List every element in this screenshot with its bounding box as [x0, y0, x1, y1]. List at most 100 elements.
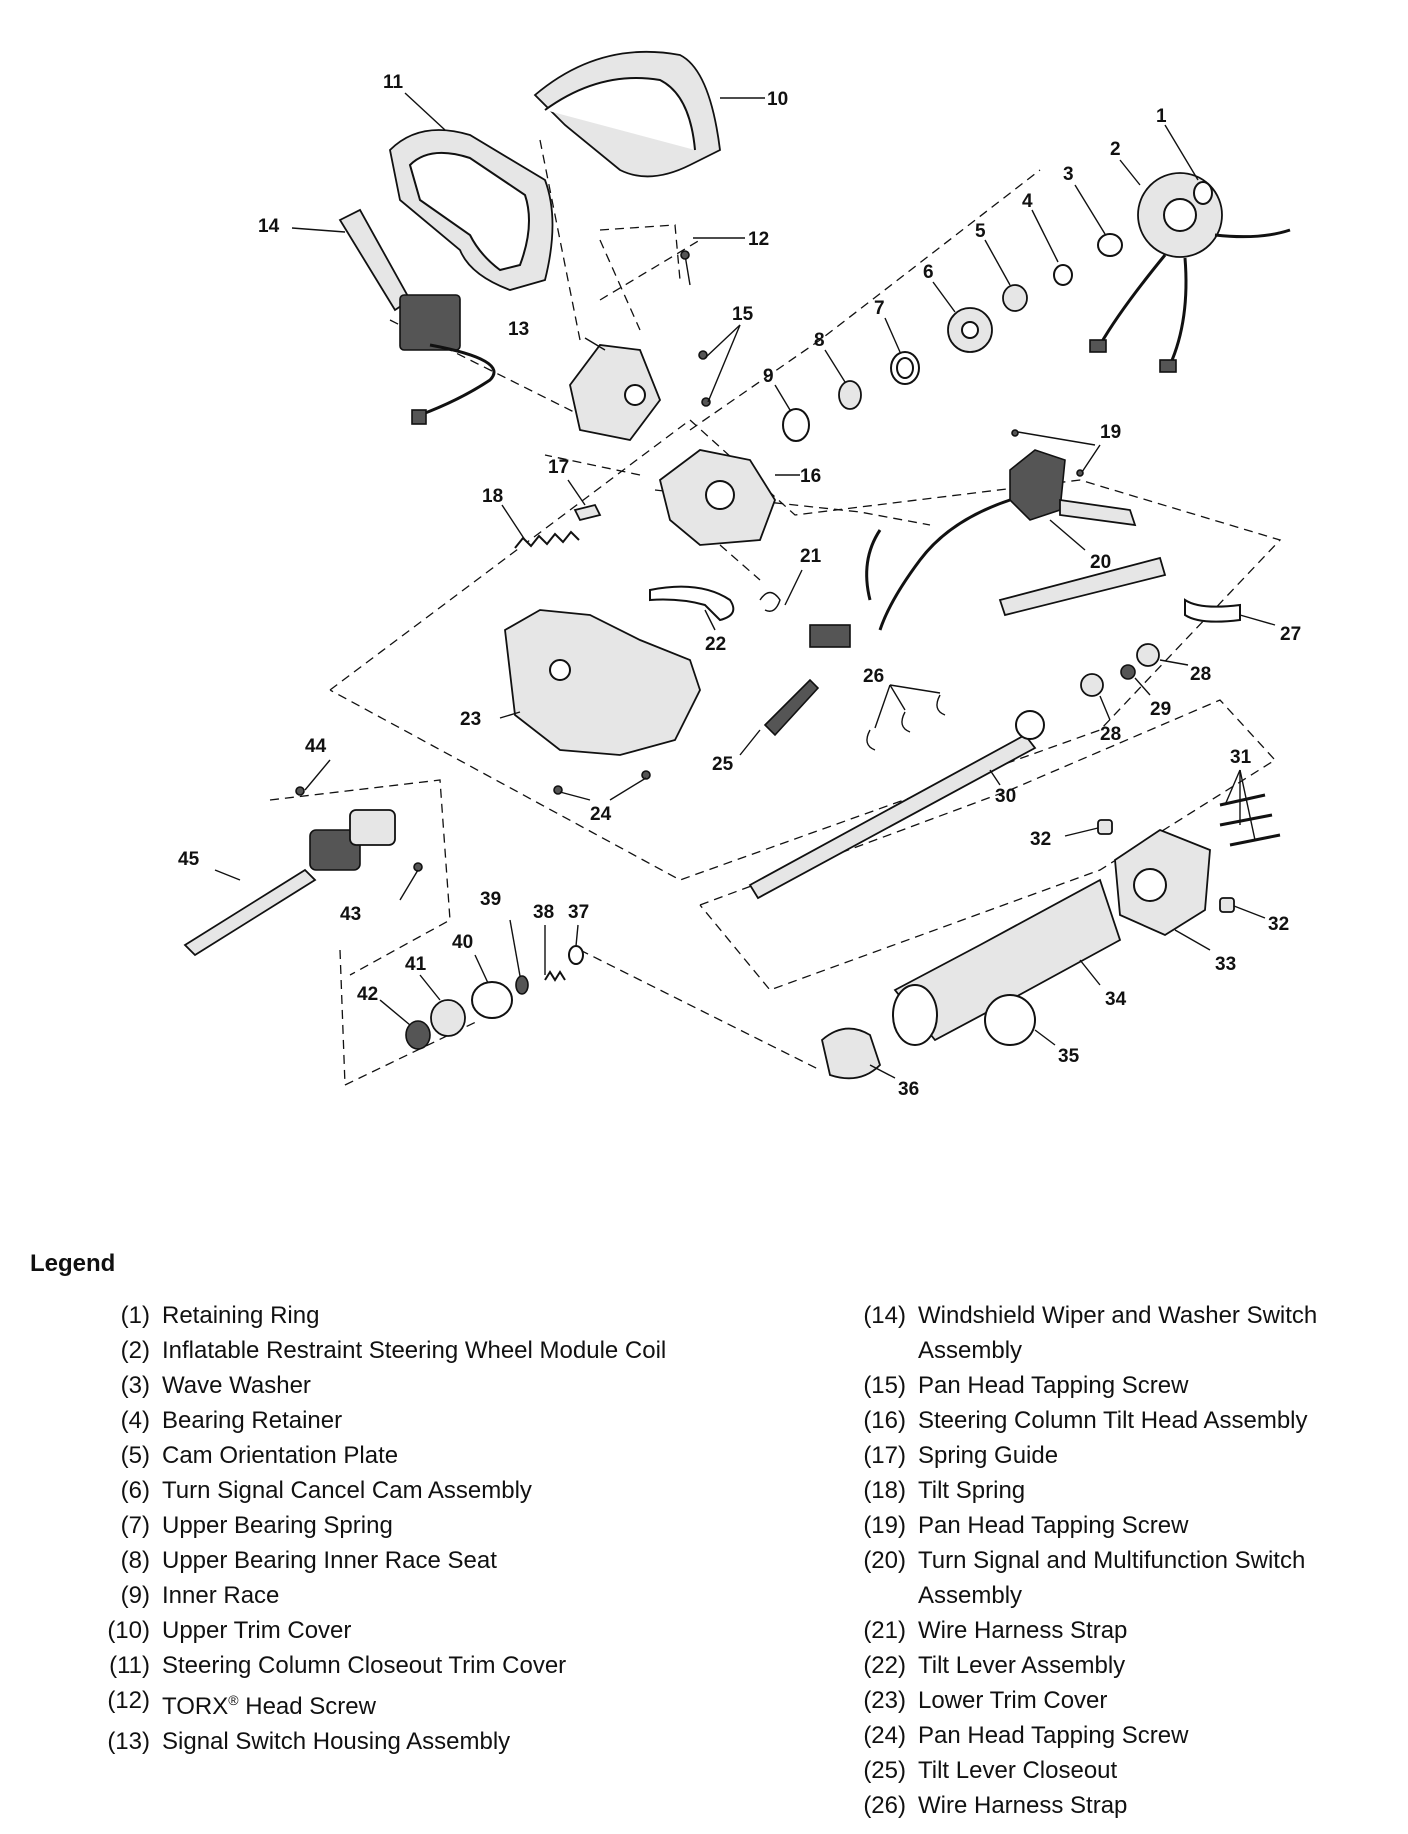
callout-3: 3	[1063, 164, 1074, 185]
legend-item-number: (1)	[120, 1302, 150, 1329]
inner-race	[782, 408, 810, 442]
legend-title: Legend	[30, 1250, 116, 1277]
legend-item: (4) Bearing Retainer	[70, 1403, 690, 1438]
legend-item: (2)Inflatable Restraint Steering Wheel M…	[70, 1333, 690, 1368]
callout-40: 40	[452, 932, 473, 953]
legend-item-label: Bearing Retainer	[162, 1407, 343, 1434]
callout-4: 4	[1022, 191, 1033, 212]
legend-item: (1)Retaining Ring	[70, 1298, 690, 1333]
callout-24: 24	[590, 804, 612, 825]
legend-item-label: Spring Guide	[918, 1442, 1059, 1469]
legend-item-label: Steering Column Closeout Trim Cover	[162, 1652, 567, 1679]
legend-item-number: (8)	[120, 1547, 150, 1574]
callout-18: 18	[482, 486, 503, 507]
cancel-cam-assembly	[947, 307, 993, 353]
callout-34: 34	[1105, 989, 1127, 1010]
callout-32a: 32	[1030, 829, 1051, 850]
legend-item-label: Turn Signal and Multifunction Switch Ass…	[918, 1547, 1306, 1609]
callout-31: 31	[1230, 747, 1252, 768]
bearing-retainer	[1053, 264, 1073, 286]
legend-item-number: (19)	[863, 1512, 906, 1539]
leader-lines	[214, 92, 1276, 1079]
callout-37: 37	[568, 902, 589, 923]
legend-column-left: (1)Retaining Ring(2)Inflatable Restraint…	[70, 1298, 690, 1759]
legend-item-label: Wire Harness Strap	[918, 1617, 1128, 1644]
callout-41: 41	[405, 954, 427, 975]
wave-washer	[1097, 233, 1123, 257]
spring-guide	[573, 503, 602, 522]
wire-harness-straps-26	[866, 694, 946, 751]
legend-item: (14)Windshield Wiper and Washer Switch A…	[826, 1298, 1396, 1368]
legend-item-label: Pan Head Tapping Screw	[918, 1372, 1189, 1399]
callout-15: 15	[732, 304, 754, 325]
legend-item-label: Upper Bearing Spring	[162, 1512, 393, 1539]
legend-item-number: (18)	[863, 1477, 906, 1504]
legend-item-label: Tilt Lever Assembly	[918, 1652, 1126, 1679]
legend-item: (20) Turn Signal and Multifunction Switch…	[826, 1543, 1396, 1613]
pan-head-screws-24	[553, 770, 651, 795]
legend-item-label: Signal Switch Housing Assembly	[162, 1728, 511, 1755]
callout-29: 29	[1150, 699, 1171, 720]
tilt-lever-closeout	[763, 678, 820, 737]
legend-item-number: (9)	[120, 1582, 150, 1609]
callout-14: 14	[258, 216, 280, 237]
callout-44: 44	[305, 736, 327, 757]
legend-item-number: (10)	[107, 1617, 150, 1644]
legend-item-number: (6)	[120, 1477, 150, 1504]
tilt-lever-assembly	[649, 585, 735, 622]
legend-item: (3)Wave Washer	[70, 1368, 690, 1403]
legend-item: (6)Turn Signal Cancel Cam Assembly	[70, 1473, 690, 1508]
legend-item: (24)Pan Head Tapping Screw	[826, 1718, 1396, 1753]
legend-item-label: Tilt Lever Closeout	[918, 1757, 1118, 1784]
intermediate-shaft	[183, 786, 423, 957]
callout-30: 30	[995, 786, 1016, 807]
upper-bearing-race-seat	[838, 380, 862, 410]
legend-item-label: Wave Washer	[162, 1372, 311, 1399]
lower-bearing-stack	[405, 945, 584, 1050]
legend-item-number: (25)	[863, 1757, 906, 1784]
callout-20: 20	[1090, 552, 1111, 573]
callout-17: 17	[548, 457, 569, 478]
legend-item-number: (5)	[120, 1442, 150, 1469]
callout-12: 12	[748, 229, 769, 250]
legend-item-number: (14)	[863, 1302, 906, 1329]
legend-item-label: Inflatable Restraint Steering Wheel Modu…	[162, 1337, 667, 1364]
callout-36: 36	[898, 1079, 919, 1100]
wire-harness-strap-21	[759, 591, 781, 612]
legend-item: (7)Upper Bearing Spring	[70, 1508, 690, 1543]
legend-item: (5)Cam Orientation Plate	[70, 1438, 690, 1473]
legend-item-label: Pan Head Tapping Screw	[918, 1722, 1189, 1749]
tilt-spring	[514, 530, 580, 549]
callout-9: 9	[763, 366, 774, 387]
shaft-pins-bearing	[1080, 643, 1160, 697]
callout-38: 38	[533, 902, 554, 923]
column-jacket	[892, 878, 1122, 1046]
callout-2: 2	[1110, 139, 1121, 160]
legend-item-number: (20)	[863, 1547, 906, 1574]
legend-item-number: (13)	[107, 1728, 150, 1755]
legend-item: (8)Upper Bearing Inner Race Seat	[70, 1543, 690, 1578]
callout-1: 1	[1156, 106, 1167, 127]
legend-item: (26)Wire Harness Strap	[826, 1788, 1396, 1823]
callout-26: 26	[863, 666, 884, 687]
legend-item-label: Wire Harness Strap	[918, 1792, 1128, 1819]
assembly-guide-lines	[269, 139, 1282, 1086]
support-housing	[1114, 828, 1211, 937]
legend-item-label: Upper Trim Cover	[162, 1617, 352, 1644]
callout-28b: 28	[1100, 724, 1121, 745]
legend-item: (17)Spring Guide	[826, 1438, 1396, 1473]
legend-item-label: Inner Race	[162, 1582, 280, 1609]
callout-16: 16	[800, 466, 821, 487]
restraint-module-coil	[1089, 172, 1291, 373]
callout-32b: 32	[1268, 914, 1289, 935]
closeout-trim-cover	[389, 129, 554, 291]
legend-item-number: (4)	[120, 1407, 150, 1434]
wiper-switch-assembly	[338, 208, 496, 425]
callout-8: 8	[814, 330, 825, 351]
callout-7: 7	[874, 298, 885, 319]
callout-45: 45	[178, 849, 200, 870]
legend-item-label: Pan Head Tapping Screw	[918, 1512, 1189, 1539]
retaining-ring	[1193, 181, 1213, 205]
callout-43: 43	[340, 904, 361, 925]
legend-item-label: TORX® Head Screw	[162, 1692, 376, 1720]
